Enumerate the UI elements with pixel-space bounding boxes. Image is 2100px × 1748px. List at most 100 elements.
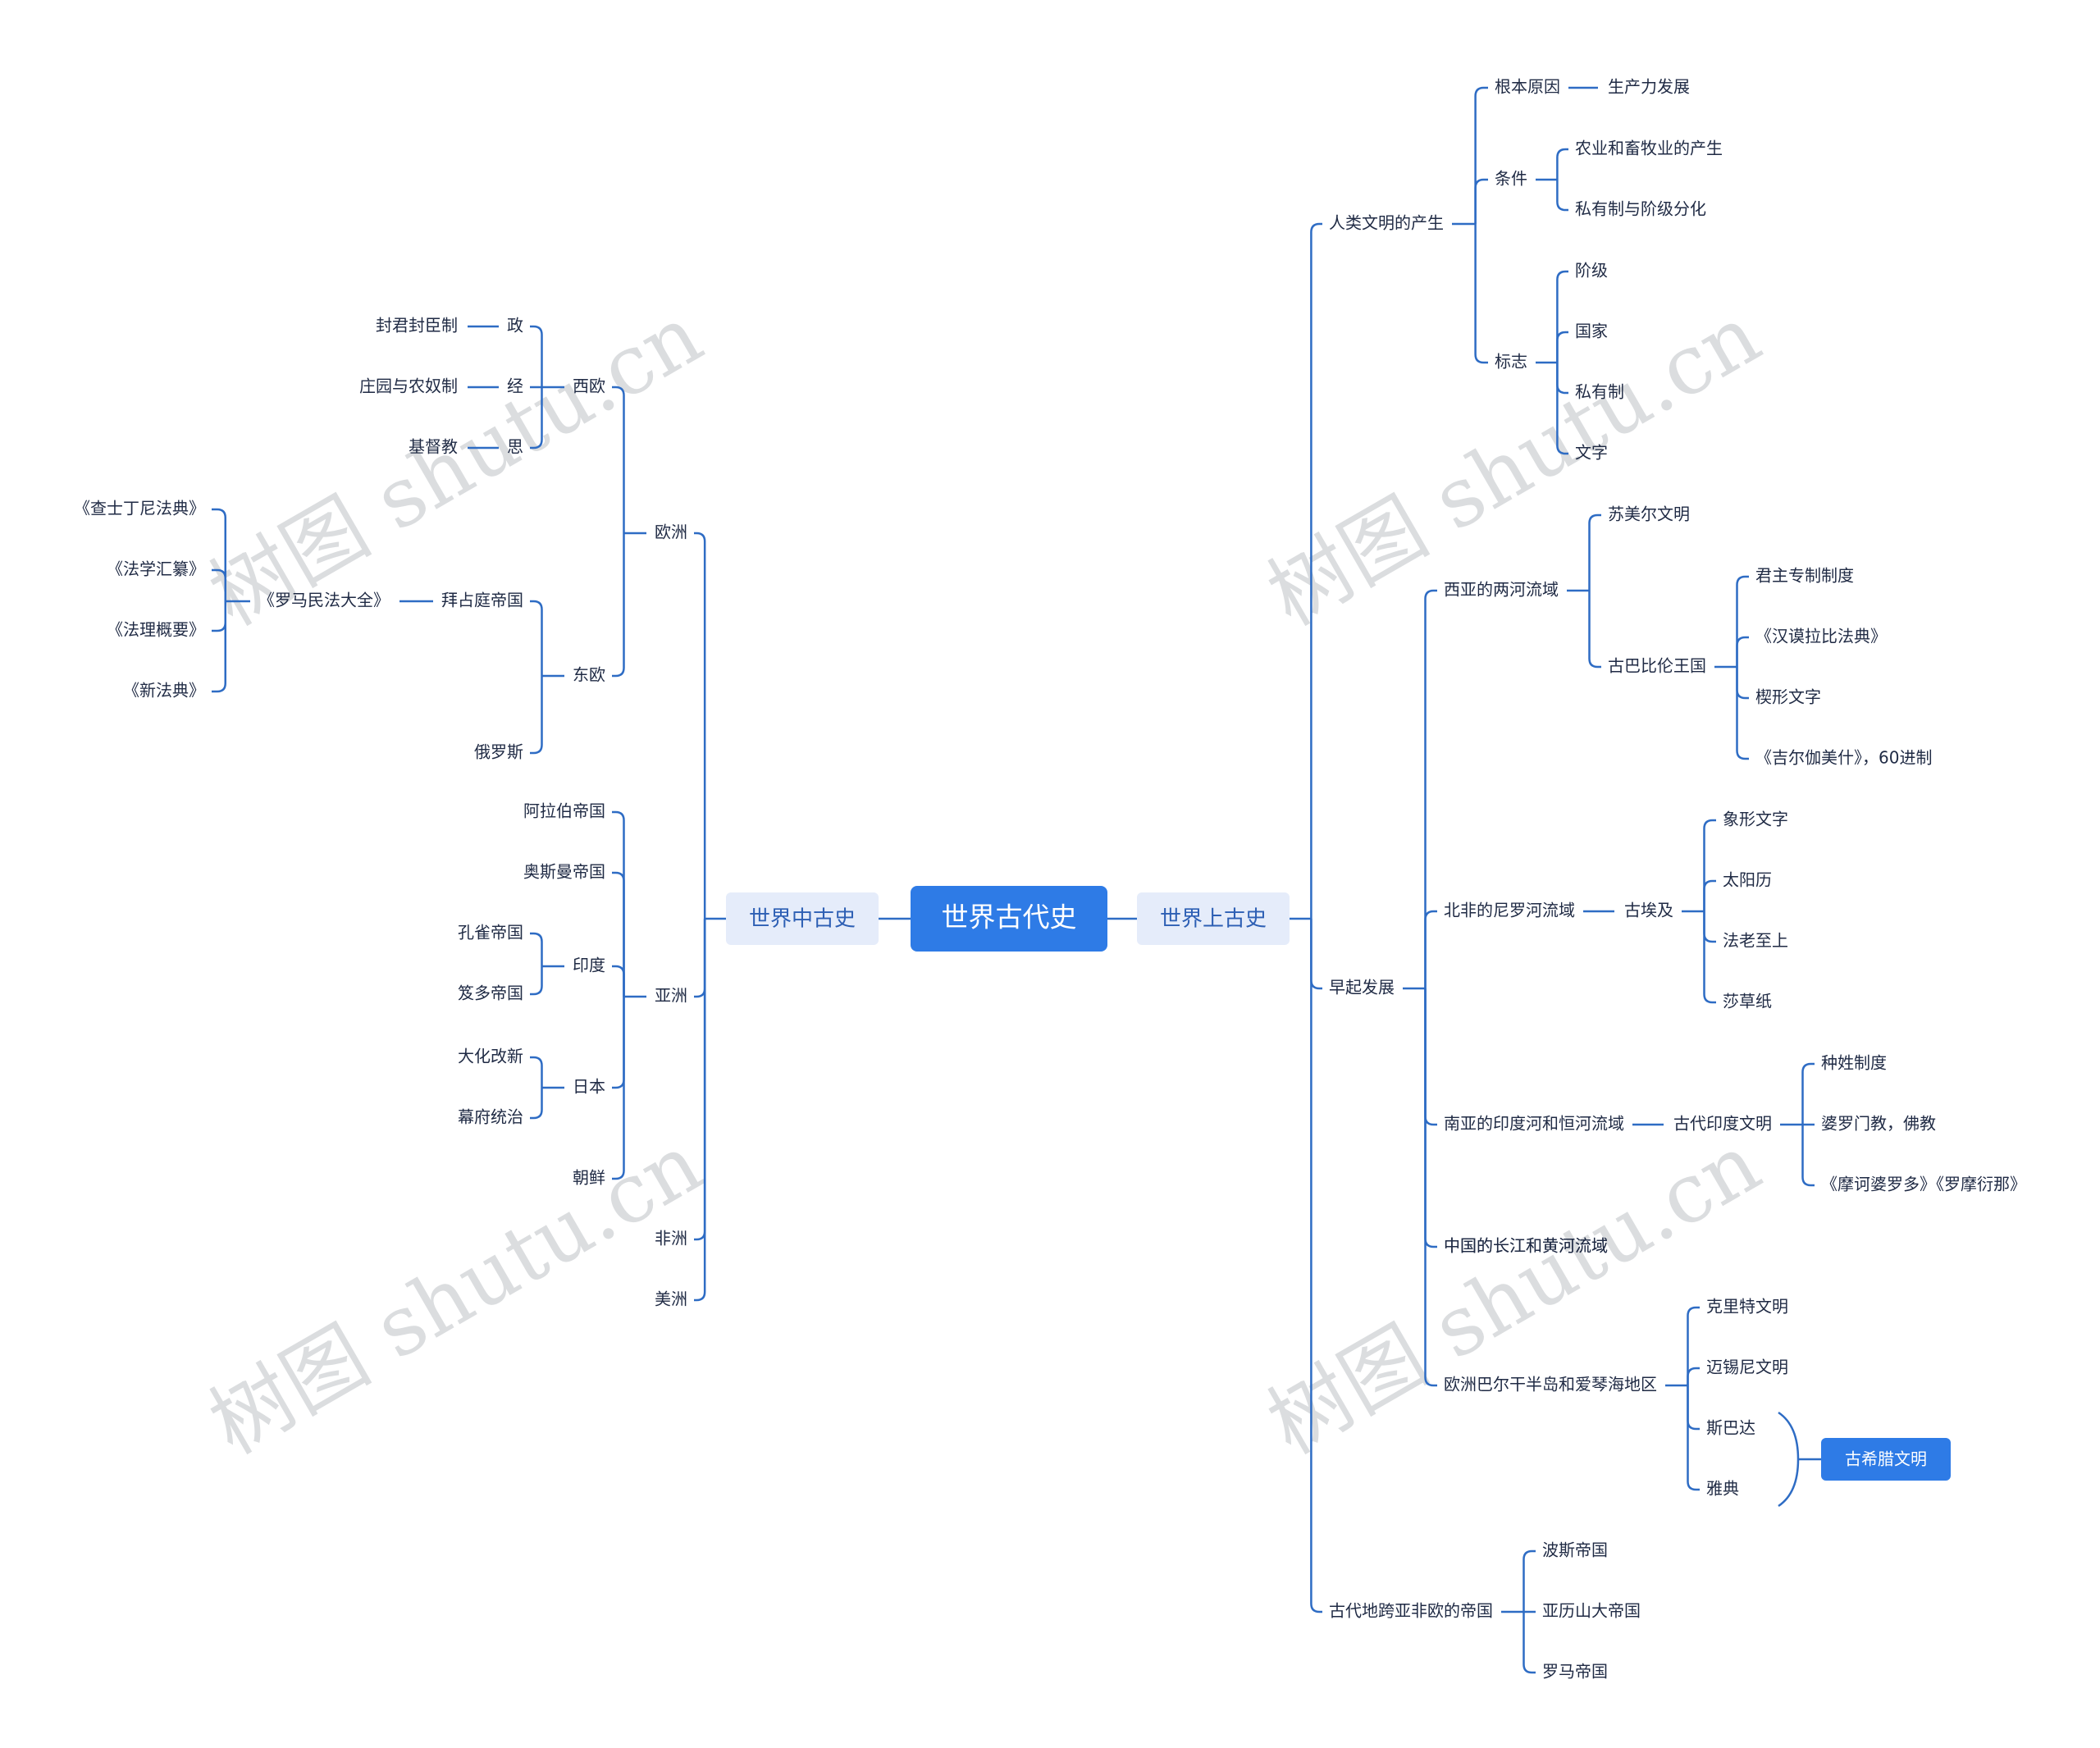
root-node-label[interactable]: 世界古代史 — [942, 902, 1077, 933]
connector-balkan — [1687, 1385, 1700, 1431]
node-幕府统治[interactable]: 幕府统治 — [458, 1107, 523, 1127]
connector-japan — [530, 1088, 543, 1120]
node-孔雀帝国[interactable]: 孔雀帝国 — [458, 923, 523, 942]
connector-civ — [1474, 86, 1488, 224]
node-西亚的两河流域[interactable]: 西亚的两河流域 — [1444, 580, 1559, 600]
node-《罗马民法大全》[interactable]: 《罗马民法大全》 — [258, 591, 390, 610]
node-生产力发展[interactable]: 生产力发展 — [1608, 77, 1690, 97]
node-印度[interactable]: 印度 — [573, 956, 605, 975]
node-法老至上[interactable]: 法老至上 — [1723, 931, 1788, 951]
node-俄罗斯[interactable]: 俄罗斯 — [474, 742, 523, 762]
node-象形文字[interactable]: 象形文字 — [1723, 810, 1788, 829]
node-基督教[interactable]: 基督教 — [409, 437, 458, 457]
topic-right-label[interactable]: 世界上古史 — [1160, 907, 1267, 932]
connector-cond — [1556, 180, 1568, 212]
node-迈锡尼文明[interactable]: 迈锡尼文明 — [1706, 1358, 1788, 1377]
node-非洲[interactable]: 非洲 — [655, 1229, 687, 1248]
connector-left-l1 — [694, 919, 706, 1302]
node-《吉尔伽美什》，60进制[interactable]: 《吉尔伽美什》，60进制 — [1755, 748, 1932, 768]
node-亚洲[interactable]: 亚洲 — [655, 986, 687, 1006]
connector-balkan — [1687, 1306, 1700, 1385]
watermark-text: 树图 shutu.cn — [194, 1115, 718, 1472]
node-婆罗门教，佛教[interactable]: 婆罗门教，佛教 — [1821, 1114, 1936, 1134]
connector-dev — [1424, 988, 1437, 1387]
connector-egypt — [1703, 911, 1716, 943]
connector-japan — [530, 1056, 543, 1088]
node-封君封臣制[interactable]: 封君封臣制 — [376, 316, 458, 335]
node-农业和畜牧业的产生[interactable]: 农业和畜牧业的产生 — [1575, 139, 1723, 158]
node-种姓制度[interactable]: 种姓制度 — [1821, 1053, 1887, 1073]
node-庄园与农奴制[interactable]: 庄园与农奴制 — [359, 377, 458, 396]
node-私有制与阶级分化[interactable]: 私有制与阶级分化 — [1575, 199, 1706, 219]
node-人类文明的产生[interactable]: 人类文明的产生 — [1329, 213, 1444, 233]
connector-europe — [612, 386, 625, 533]
node-雅典[interactable]: 雅典 — [1706, 1479, 1739, 1499]
node-古代地跨亚非欧的帝国[interactable]: 古代地跨亚非欧的帝国 — [1329, 1601, 1493, 1621]
topic-right[interactable] — [1137, 892, 1290, 945]
summary-badge-label[interactable]: 古希腊文明 — [1845, 1449, 1927, 1468]
node-莎草纸[interactable]: 莎草纸 — [1723, 992, 1772, 1011]
node-欧洲巴尔干半岛和爱琴海地区[interactable]: 欧洲巴尔干半岛和爱琴海地区 — [1444, 1375, 1657, 1394]
node-波斯帝国[interactable]: 波斯帝国 — [1542, 1540, 1608, 1560]
node-早起发展[interactable]: 早起发展 — [1329, 978, 1395, 997]
node-私有制[interactable]: 私有制 — [1575, 382, 1624, 402]
node-斯巴达[interactable]: 斯巴达 — [1706, 1418, 1755, 1438]
connector-cond — [1556, 148, 1568, 180]
topic-left-label[interactable]: 世界中古史 — [749, 907, 856, 932]
node-中国的长江和黄河流域[interactable]: 中国的长江和黄河流域 — [1444, 1236, 1608, 1256]
node-国家[interactable]: 国家 — [1575, 322, 1608, 341]
node-《汉谟拉比法典》[interactable]: 《汉谟拉比法典》 — [1755, 627, 1887, 646]
node-楔形文字[interactable]: 楔形文字 — [1755, 687, 1821, 707]
node-苏美尔文明[interactable]: 苏美尔文明 — [1608, 504, 1690, 524]
node-古代印度文明[interactable]: 古代印度文明 — [1673, 1114, 1772, 1134]
node-罗马帝国[interactable]: 罗马帝国 — [1542, 1662, 1608, 1682]
node-南亚的印度河和恒河流域[interactable]: 南亚的印度河和恒河流域 — [1444, 1114, 1624, 1134]
node-《查士丁尼法典》[interactable]: 《查士丁尼法典》 — [74, 499, 205, 518]
node-古巴比伦王国[interactable]: 古巴比伦王国 — [1608, 656, 1706, 676]
node-中国的长江和黄河流域[interactable]: 中国的长江和黄河流域 — [1444, 1236, 1608, 1256]
node-经[interactable]: 经 — [507, 377, 523, 396]
node-思[interactable]: 思 — [507, 437, 523, 457]
node-根本原因[interactable]: 根本原因 — [1495, 77, 1560, 97]
summary-badge[interactable] — [1821, 1438, 1951, 1481]
connector-asia — [612, 997, 625, 1089]
connector-asia — [612, 965, 625, 997]
node-《摩诃婆罗多》《罗摩衍那》[interactable]: 《摩诃婆罗多》《罗摩衍那》 — [1821, 1175, 2026, 1194]
connector-meso — [1588, 591, 1601, 669]
node-古埃及[interactable]: 古埃及 — [1624, 901, 1673, 920]
node-太阳历[interactable]: 太阳历 — [1723, 870, 1772, 890]
node-朝鲜[interactable]: 朝鲜 — [573, 1168, 605, 1188]
node-《法理概要》[interactable]: 《法理概要》 — [107, 620, 205, 640]
node-欧洲[interactable]: 欧洲 — [655, 523, 687, 542]
node-北非的尼罗河流域[interactable]: 北非的尼罗河流域 — [1444, 901, 1575, 920]
topic-left[interactable] — [726, 892, 879, 945]
node-美洲[interactable]: 美洲 — [655, 1289, 687, 1309]
node-君主专制制度[interactable]: 君主专制制度 — [1755, 566, 1854, 586]
root-node[interactable] — [911, 886, 1107, 952]
connector-left-l1 — [694, 532, 706, 919]
connector-right-l1 — [1310, 222, 1322, 919]
node-《法学汇纂》[interactable]: 《法学汇纂》 — [107, 559, 205, 579]
node-标志[interactable]: 标志 — [1495, 352, 1527, 372]
connector-india-left — [530, 932, 543, 966]
node-条件[interactable]: 条件 — [1495, 169, 1527, 189]
node-奥斯曼帝国[interactable]: 奥斯曼帝国 — [523, 862, 605, 882]
node-克里特文明[interactable]: 克里特文明 — [1706, 1297, 1788, 1317]
node-西欧[interactable]: 西欧 — [573, 377, 605, 396]
node-亚历山大帝国[interactable]: 亚历山大帝国 — [1542, 1601, 1641, 1621]
node-政[interactable]: 政 — [507, 316, 523, 335]
node-笈多帝国[interactable]: 笈多帝国 — [458, 984, 523, 1003]
connector-balkan — [1687, 1367, 1700, 1385]
node-东欧[interactable]: 东欧 — [573, 665, 605, 685]
node-日本[interactable]: 日本 — [573, 1077, 605, 1097]
node-大化改新[interactable]: 大化改新 — [458, 1047, 523, 1066]
node-拜占庭帝国[interactable]: 拜占庭帝国 — [441, 591, 523, 610]
node-阿拉伯帝国[interactable]: 阿拉伯帝国 — [523, 801, 605, 821]
node-文字[interactable]: 文字 — [1575, 443, 1608, 463]
connector-balkan — [1687, 1385, 1700, 1491]
node-阶级[interactable]: 阶级 — [1575, 261, 1608, 281]
node-《新法典》[interactable]: 《新法典》 — [123, 681, 205, 701]
